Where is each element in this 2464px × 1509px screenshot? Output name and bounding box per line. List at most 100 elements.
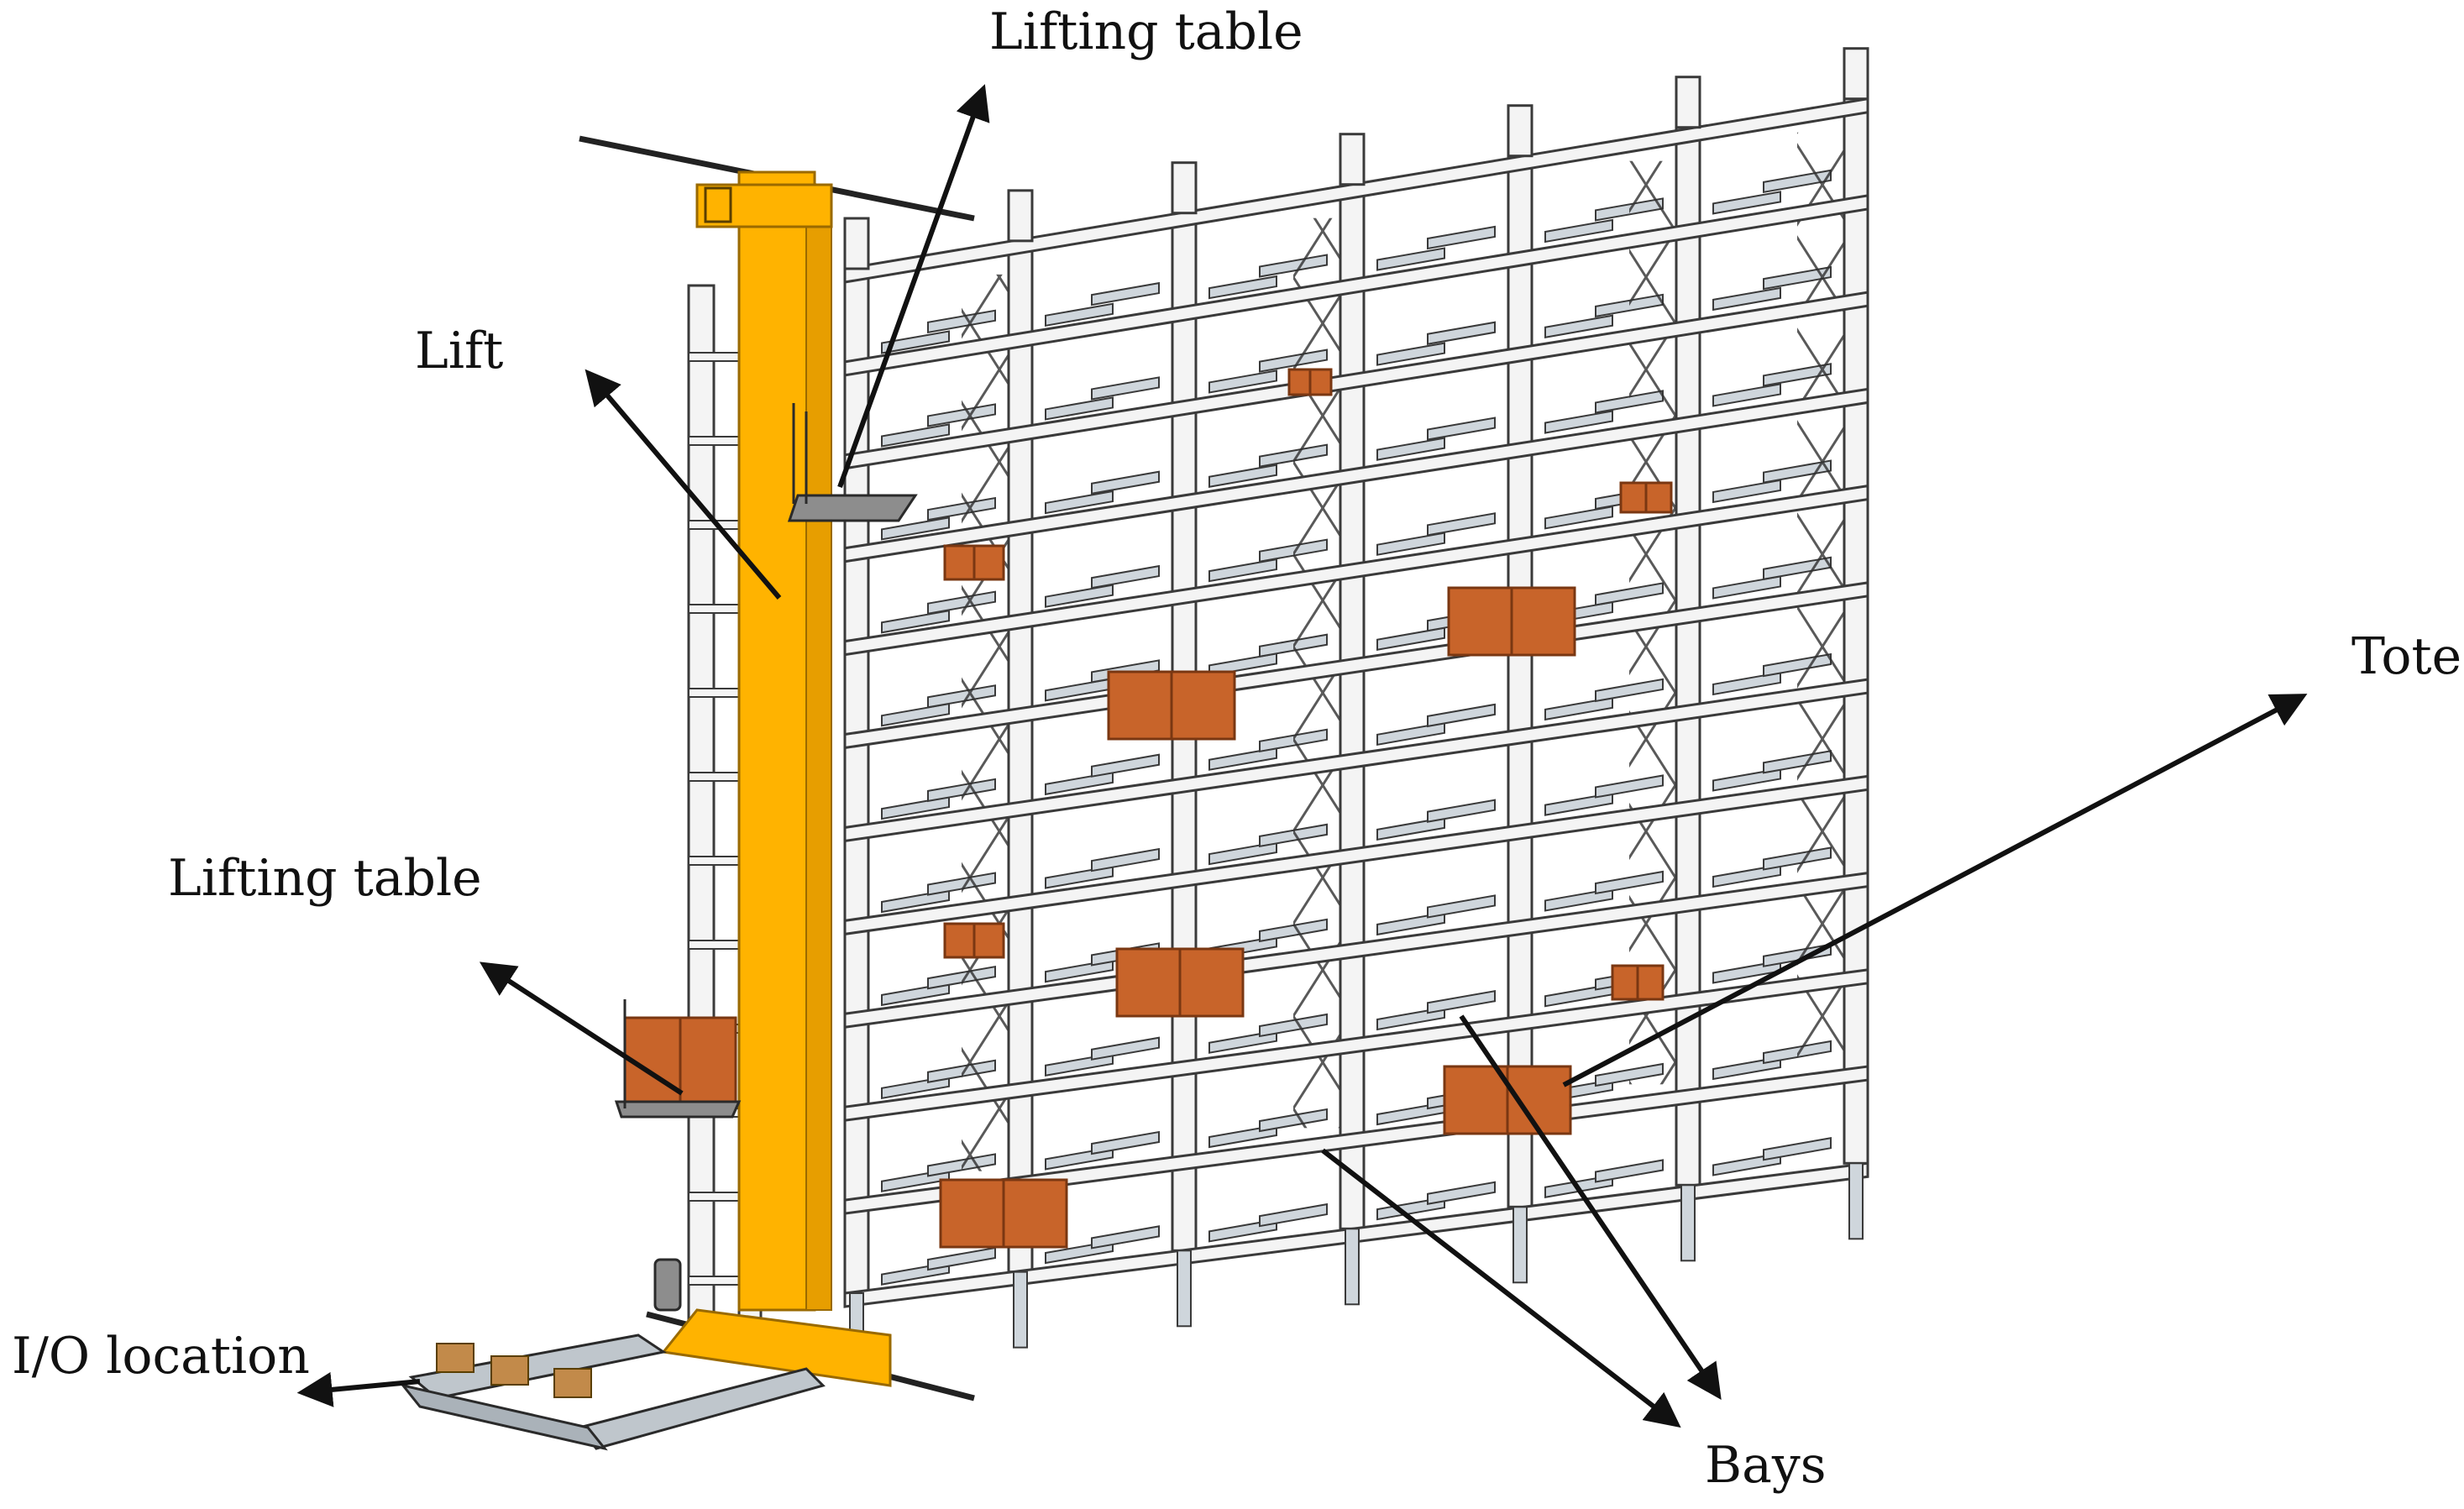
- depth-beam: [881, 888, 950, 914]
- depth-beam: [1376, 532, 1445, 556]
- depth-beam: [1544, 410, 1613, 434]
- rack-foot: [1848, 1162, 1864, 1240]
- depth-beam: [1427, 1181, 1496, 1205]
- depth-beam: [1045, 302, 1114, 327]
- rack-upright: [843, 267, 870, 1295]
- depth-beam: [1259, 1202, 1328, 1228]
- depth-beam: [881, 702, 950, 727]
- depth-beam: [881, 516, 950, 541]
- depth-beam: [1208, 558, 1277, 583]
- tote: [1619, 481, 1673, 514]
- depth-beam: [1712, 286, 1781, 312]
- depth-beam: [1427, 512, 1496, 537]
- depth-beam: [1763, 1137, 1832, 1161]
- depth-beam: [1544, 696, 1613, 721]
- depth-beam: [1712, 479, 1781, 504]
- depth-beam: [881, 982, 950, 1007]
- depth-beam: [1091, 1130, 1160, 1155]
- label-io-location: I/O location: [12, 1327, 310, 1386]
- depth-beam: [1091, 1225, 1160, 1250]
- depth-beam: [1427, 894, 1496, 919]
- lifting-table-lower: [614, 999, 742, 1119]
- tote: [943, 922, 1005, 959]
- storage-rack: [843, 47, 1869, 1370]
- depth-beam: [1208, 841, 1277, 866]
- label-lifting-table-mid: Lifting table: [168, 849, 482, 908]
- depth-beam: [1208, 369, 1277, 394]
- depth-beam: [1376, 437, 1445, 461]
- rack-level-beam: [843, 678, 1869, 843]
- depth-beam: [1376, 247, 1445, 271]
- rack-level-beam: [843, 291, 1869, 470]
- depth-beam: [1045, 584, 1114, 608]
- arrow-lift: [585, 369, 782, 600]
- depth-beam: [1376, 721, 1445, 746]
- rack-upright: [1507, 155, 1533, 1208]
- depth-beam: [1427, 799, 1496, 823]
- depth-beam: [1208, 464, 1277, 488]
- label-bays: Bays: [1705, 1436, 1827, 1495]
- depth-beam: [1376, 816, 1445, 841]
- depth-beam: [1376, 342, 1445, 366]
- depth-beam: [881, 610, 950, 634]
- depth-beam: [1091, 847, 1160, 872]
- depth-beam: [1712, 575, 1781, 600]
- depth-beam: [881, 330, 950, 354]
- rack-level-beam: [843, 484, 1869, 657]
- depth-beam: [1045, 865, 1114, 889]
- depth-beam: [1712, 768, 1781, 792]
- depth-beam: [1712, 191, 1781, 215]
- rack-top-post: [1171, 161, 1198, 215]
- rack-upright: [1843, 97, 1869, 1165]
- depth-beam: [1045, 396, 1114, 421]
- depth-beam: [1427, 417, 1496, 441]
- depth-beam: [1544, 314, 1613, 338]
- depth-beam: [1427, 321, 1496, 345]
- rack-top-post: [1675, 76, 1701, 129]
- depth-beam: [1091, 1036, 1160, 1061]
- tote: [1287, 368, 1333, 396]
- rack-level-beam: [843, 194, 1869, 377]
- depth-beam: [881, 423, 950, 448]
- depth-beam: [1427, 225, 1496, 250]
- rack-foot: [1512, 1206, 1528, 1284]
- rack-top-post: [1007, 189, 1034, 243]
- depth-beam: [1544, 506, 1613, 530]
- tote: [939, 1178, 1068, 1249]
- depth-beam: [1544, 792, 1613, 816]
- annotation-arrows: [296, 84, 2308, 1428]
- tote: [1611, 964, 1665, 1001]
- depth-beam: [1091, 470, 1160, 495]
- label-lift: Lift: [415, 322, 504, 380]
- depth-beam: [1376, 626, 1445, 651]
- depth-beam: [1712, 671, 1781, 696]
- rack-level-beam: [843, 774, 1869, 936]
- depth-beam: [927, 1246, 996, 1271]
- lifting-table-upper: [787, 403, 918, 522]
- arrow-bays-right: [1459, 1014, 1722, 1400]
- tote: [943, 544, 1005, 581]
- rack-foot: [1013, 1271, 1028, 1349]
- depth-beam: [1427, 990, 1496, 1014]
- depth-beam: [1595, 1159, 1664, 1183]
- depth-beam: [1091, 281, 1160, 307]
- arrow-bays-left: [1321, 1148, 1681, 1428]
- rack-foot: [1177, 1250, 1192, 1328]
- tote: [1447, 586, 1576, 657]
- depth-beam: [1712, 383, 1781, 407]
- rack-level-beam: [843, 968, 1869, 1122]
- io-conveyor: [400, 1258, 826, 1451]
- depth-beam: [1045, 958, 1114, 983]
- rack-top-post: [1339, 133, 1366, 186]
- arrow-lifting-table-top: [837, 84, 990, 489]
- rack-level-beam: [843, 871, 1869, 1029]
- rack-foot: [1680, 1184, 1696, 1262]
- rack-top-post: [1843, 47, 1869, 101]
- depth-beam: [881, 795, 950, 820]
- label-tote: Tote: [2351, 627, 2462, 686]
- lift: [579, 135, 975, 1402]
- tote: [1443, 1065, 1572, 1135]
- depth-beam: [1091, 753, 1160, 778]
- depth-beam: [1208, 275, 1277, 300]
